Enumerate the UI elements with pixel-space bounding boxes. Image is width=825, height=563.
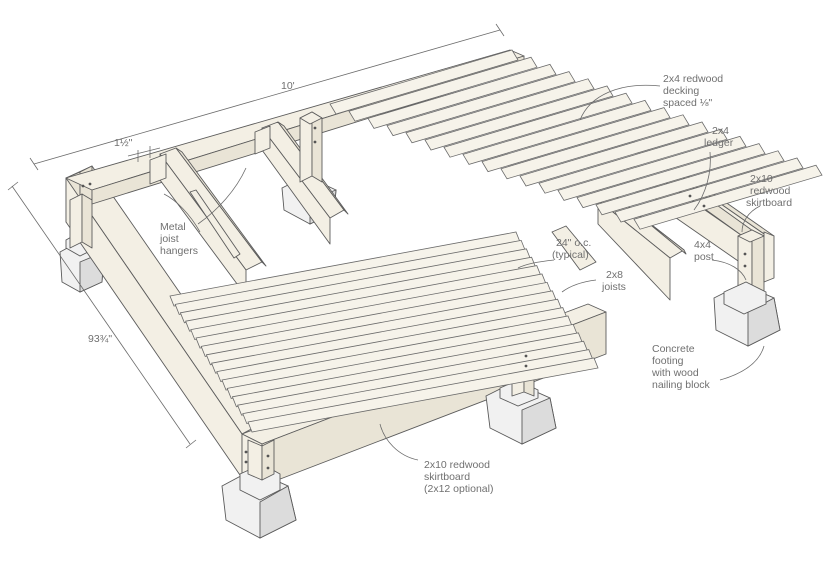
label-footing-1: Concrete <box>652 343 695 355</box>
label-joists-2: joists <box>601 281 626 293</box>
dimension-spacing: 1½" <box>114 137 133 149</box>
label-joists-1: 2x8 <box>606 269 623 281</box>
deck-board-back-11 <box>519 121 709 187</box>
dimension-width: 10' <box>281 80 295 92</box>
deck-board-back-5 <box>405 78 595 144</box>
footing-front-left <box>221 439 297 539</box>
footing-right <box>713 281 781 347</box>
label-hangers-1: Metal <box>160 221 186 233</box>
deck-board-back-12 <box>538 128 728 194</box>
dimension-depth: 93¾" <box>88 333 112 345</box>
deck-board-back-10 <box>500 114 690 180</box>
label-hangers-2: joist <box>159 233 179 245</box>
exposed-joists <box>149 111 349 297</box>
decking-back <box>329 49 823 230</box>
deck-board-back-4 <box>386 71 576 137</box>
post-back-left <box>69 193 93 249</box>
label-footing-2: footing <box>652 355 684 367</box>
label-ledger-2: ledger <box>704 137 734 149</box>
deck-board-back-8 <box>462 99 652 165</box>
decking-front <box>169 231 599 433</box>
label-skirtboard-right-2: redwood <box>750 185 790 197</box>
label-hangers-3: hangers <box>160 245 198 257</box>
leader-lines <box>163 84 765 461</box>
label-decking-3: spaced ⅛" <box>663 97 713 109</box>
label-post-1: 4x4 <box>694 239 711 251</box>
label-decking-2: decking <box>663 85 699 97</box>
deck-board-back-14 <box>576 143 766 209</box>
label-footing-3: with wood <box>651 367 699 379</box>
bolts <box>81 126 747 470</box>
deck-board-back-13 <box>557 135 747 201</box>
deck-board-back-9 <box>481 107 671 173</box>
label-ledger-1: 2x4 <box>712 125 729 137</box>
label-skirtboard-front-2: skirtboard <box>424 471 470 483</box>
deck-board-back-6 <box>424 85 614 151</box>
deck-board-back-1 <box>329 49 519 115</box>
deck-board-back-3 <box>367 63 557 129</box>
deck-board-front-16 <box>247 357 599 433</box>
deck-board-back-15 <box>595 150 785 216</box>
label-skirtboard-front-3: (2x12 optional) <box>424 483 493 495</box>
dimension-lines <box>7 23 505 449</box>
label-footing-4: nailing block <box>652 379 711 391</box>
label-skirtboard-right-1: 2x10 <box>750 173 773 185</box>
deck-board-back-7 <box>443 92 633 158</box>
label-skirtboard-front-1: 2x10 redwood <box>424 459 490 471</box>
label-oc-1: 24" o.c. <box>556 237 591 249</box>
label-skirtboard-right-3: skirtboard <box>746 197 792 209</box>
label-post-2: post <box>694 251 714 263</box>
deck-board-back-16 <box>614 157 804 223</box>
deck-board-back-17 <box>633 164 823 230</box>
deck-board-back-2 <box>348 56 538 122</box>
label-decking-1: 2x4 redwood <box>663 73 723 85</box>
label-oc-2: (typical) <box>552 249 589 261</box>
